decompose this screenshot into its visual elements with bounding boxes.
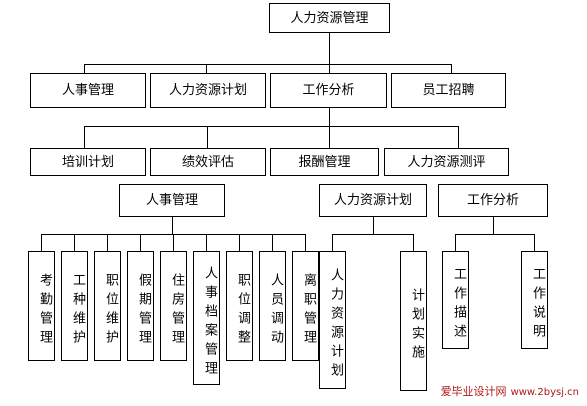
leaf-job-type: 工种维护: [61, 251, 88, 361]
connector-line: [84, 64, 452, 65]
connector-line: [239, 234, 240, 251]
leaf-position-adjust: 职位调整: [226, 251, 253, 361]
group-jobanalysis-title: 工作分析: [438, 184, 548, 217]
connector-line: [332, 234, 414, 235]
l2-performance-node: 绩效评估: [150, 148, 266, 176]
connector-line: [329, 108, 330, 148]
l2-training-node: 培训计划: [30, 148, 146, 176]
leaf-housing: 住房管理: [160, 251, 187, 361]
connector-line: [84, 64, 85, 73]
leaf-resignation: 离职管理: [292, 251, 319, 361]
connector-line: [140, 234, 141, 251]
connector-line: [305, 234, 306, 251]
leaf-records: 人事档案管理: [193, 251, 220, 385]
watermark-url: www.2bysj.cn: [510, 387, 579, 398]
leaf-transfer: 人员调动: [259, 251, 286, 361]
l1-personnel-node: 人事管理: [30, 73, 146, 108]
leaf-hr-plan: 人力资源计划: [319, 251, 346, 389]
l1-jobanalysis-node: 工作分析: [270, 73, 387, 108]
l2-compensation-node: 报酬管理: [270, 148, 379, 176]
connector-line: [272, 234, 273, 251]
connector-line: [451, 64, 452, 73]
connector-line: [207, 126, 208, 148]
connector-line: [173, 234, 174, 251]
connector-line: [493, 217, 494, 234]
l1-recruitment-node: 员工招聘: [391, 73, 506, 108]
root-node: 人力资源管理: [269, 3, 390, 33]
connector-line: [413, 234, 414, 251]
l2-assessment-node: 人力资源测评: [384, 148, 509, 176]
connector-line: [41, 234, 42, 251]
connector-line: [107, 234, 108, 251]
connector-line: [458, 126, 459, 148]
connector-line: [206, 64, 207, 73]
connector-line: [534, 234, 535, 251]
leaf-attendance: 考勤管理: [28, 251, 55, 361]
connector-line: [455, 234, 535, 235]
group-personnel-title: 人事管理: [119, 184, 225, 217]
leaf-job-description: 工作描述: [442, 251, 469, 349]
connector-line: [455, 234, 456, 251]
connector-line: [373, 217, 374, 234]
leaf-job-specification: 工作说明: [521, 251, 548, 349]
leaf-position: 职位维护: [94, 251, 121, 361]
connector-line: [172, 217, 173, 234]
l1-hrplan-node: 人力资源计划: [150, 73, 266, 108]
connector-line: [84, 126, 85, 148]
connector-line: [332, 234, 333, 251]
connector-line: [84, 126, 459, 127]
connector-line: [206, 234, 207, 251]
connector-line: [329, 33, 330, 73]
leaf-leave: 假期管理: [127, 251, 154, 361]
watermark-text: 爱毕业设计网: [440, 385, 507, 398]
group-hrplan-title: 人力资源计划: [319, 184, 427, 217]
leaf-plan-implementation: 计划实施: [400, 251, 427, 391]
connector-line: [74, 234, 75, 251]
